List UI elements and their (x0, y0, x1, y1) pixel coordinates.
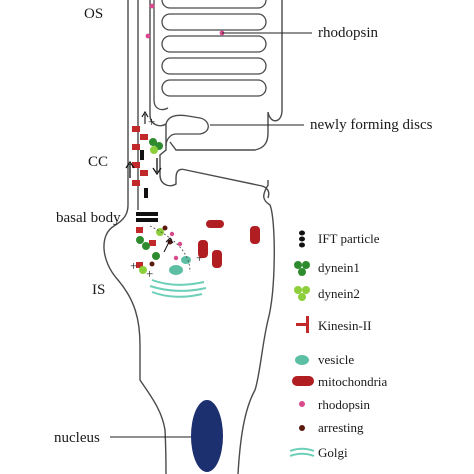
kinesin-ii-mark (132, 126, 140, 132)
legend-label-ift-particle: IFT particle (318, 231, 380, 246)
os-disc-stack-bracket (153, 0, 169, 111)
ciliary-kinesin-cluster (132, 126, 148, 198)
dynein2-icon (294, 286, 310, 301)
kinesin-ii-mark (136, 227, 143, 233)
legend-label-golgi: Golgi (318, 445, 348, 460)
dynein-mark (152, 252, 160, 260)
label-rhodopsin-callout: rhodopsin (318, 25, 379, 41)
dynein-mark (156, 228, 164, 236)
kinesin-ii-mark (140, 134, 148, 140)
disc (161, 79, 267, 97)
kinesin-ii-mark (136, 262, 143, 268)
label-os: OS (84, 6, 103, 22)
is-transport-cluster: + + + + (130, 114, 203, 281)
dynein-mark (149, 138, 157, 146)
kinesin-ii-mark (132, 162, 140, 168)
label-newly-forming-discs: newly forming discs (310, 117, 433, 133)
ift-particle-icon (299, 230, 305, 248)
plus-mark: + (130, 258, 137, 273)
vesicle-mark (181, 256, 191, 264)
kinesin-ii-mark (140, 170, 148, 176)
kinesin-ii-icon (296, 316, 309, 333)
kinesin-ii-mark (132, 180, 140, 186)
label-nucleus: nucleus (54, 430, 100, 446)
dynein-mark (150, 146, 158, 154)
dynein1-icon (294, 261, 310, 276)
legend-label-mitochondria: mitochondria (318, 374, 388, 389)
mitochondrion (212, 250, 222, 268)
legend-label-kinesin-ii: Kinesin-II (318, 318, 371, 333)
transport-track (149, 225, 191, 273)
basal-body (136, 212, 158, 216)
label-is: IS (92, 282, 105, 298)
down-arrow (152, 158, 162, 176)
vesicle-icon (295, 355, 309, 365)
disc (161, 0, 267, 9)
golgi-icon (289, 447, 315, 457)
os-discs (161, 0, 267, 97)
legend-label-arrestin: arresting (318, 420, 364, 435)
legend: IFT particle dynein1 dynein2 Kinesin-II … (289, 230, 388, 460)
golgi-stack (149, 279, 207, 298)
disc (161, 35, 267, 53)
ciliary-dynein-cluster (149, 138, 163, 154)
legend-label-dynein2: dynein2 (318, 286, 360, 301)
legend-label-dynein1: dynein1 (318, 260, 360, 275)
rhodopsin-dot (149, 3, 155, 9)
kinesin-ii-mark (149, 240, 156, 246)
cilium-neck (149, 114, 270, 199)
ift-mark (140, 150, 144, 160)
basal-body (136, 218, 158, 222)
vesicle-mark (169, 265, 183, 275)
label-cc: CC (88, 154, 108, 170)
label-basal-body: basal body (56, 210, 121, 226)
legend-label-rhodopsin: rhodopsin (318, 397, 371, 412)
rhodopsin-dot (169, 231, 175, 237)
plus-mark: + (196, 250, 203, 265)
mitochondria-group (198, 220, 260, 268)
newly-forming-disc (165, 114, 209, 147)
rhodopsin-dot (173, 255, 179, 261)
arrestin-icon (299, 425, 305, 431)
rhodopsin-icon (299, 401, 305, 407)
kinesin-ii-mark (132, 144, 140, 150)
dynein-mark (142, 242, 150, 250)
arrestin-dot (162, 225, 168, 231)
ift-mark (144, 188, 148, 198)
disc (161, 57, 267, 75)
rhodopsin-dot (145, 33, 151, 39)
up-arrow (163, 237, 174, 253)
rhodopsin-dot (177, 241, 183, 247)
plus-mark: + (148, 114, 155, 129)
arrestin-dot (149, 261, 155, 267)
plus-mark: + (146, 266, 153, 281)
cell-outline (103, 0, 283, 474)
legend-label-vesicle: vesicle (318, 352, 354, 367)
disc (161, 13, 267, 31)
up-arrow (125, 160, 135, 178)
mitochondrion (198, 240, 208, 258)
mitochondria-icon (292, 376, 314, 386)
nucleus-shape (191, 400, 223, 472)
mitochondrion (250, 226, 260, 244)
dynein-mark (139, 266, 147, 274)
dynein-mark (136, 236, 144, 244)
up-arrow (141, 110, 149, 124)
mitochondrion (206, 220, 224, 228)
